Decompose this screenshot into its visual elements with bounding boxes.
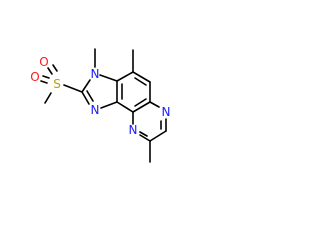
bond-s-o2 <box>42 75 50 79</box>
bond-s-o1b <box>52 64 58 72</box>
bond-c4-c5-inner <box>134 77 147 86</box>
bond-c2-s <box>63 84 83 93</box>
bond-c7-c8 <box>149 130 167 142</box>
atom-n1: N <box>91 103 100 117</box>
atom-o-top: O <box>39 55 48 69</box>
atom-n9: N <box>129 123 138 137</box>
bond-s-o1 <box>47 67 53 75</box>
molecule-structure: N N N N S O O <box>30 48 170 163</box>
bond-s-o2b <box>40 80 48 84</box>
bond-c5a-n6 <box>149 101 160 108</box>
bond-c3a-n3 <box>99 74 118 82</box>
bond-n3-c2 <box>81 79 91 93</box>
bond-n1-c9b <box>100 101 118 109</box>
bond-c5a-c9a <box>132 101 151 113</box>
bond-c2-n1 <box>81 91 90 105</box>
atom-s: S <box>53 77 61 91</box>
bond-c8-n9 <box>139 134 151 142</box>
atom-o-left: O <box>30 70 39 84</box>
bond-c3a-c4 <box>116 71 134 82</box>
bond-c9a-c9b <box>116 101 134 113</box>
atom-labels: N N N N S O O <box>30 55 170 137</box>
bond-s-methyl <box>44 92 52 104</box>
bond-c8-n9-inner <box>139 131 148 137</box>
bond-c5a-c9a-inner <box>134 98 147 107</box>
bond-c4-c5 <box>132 71 151 83</box>
atom-n6: N <box>162 105 171 119</box>
bond-c2-n1-inner <box>86 90 94 102</box>
bonds <box>40 48 167 163</box>
atom-n3: N <box>91 67 100 81</box>
